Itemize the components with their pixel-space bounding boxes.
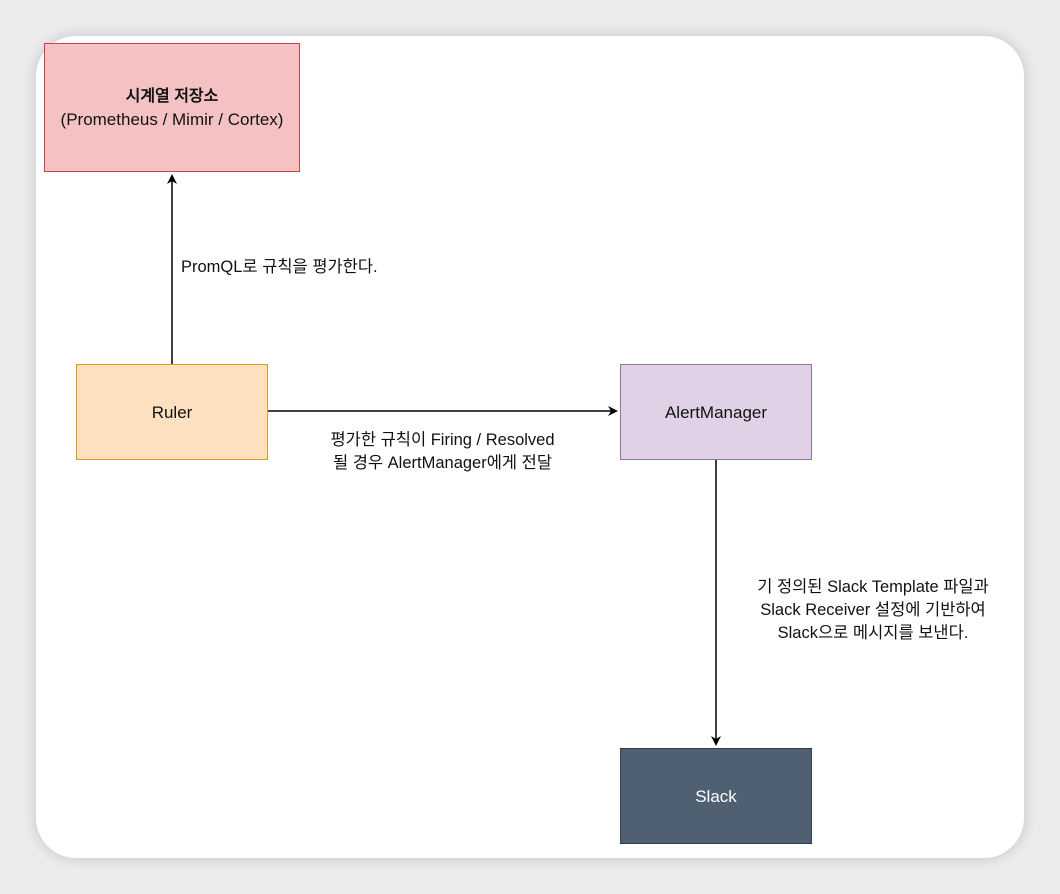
edge-label-firing: 평가한 규칙이 Firing / Resolved 될 경우 AlertMana… [300,429,585,475]
edge-label-promql: PromQL로 규칙을 평가한다. [181,256,378,279]
edge-label-slack: 기 정의된 Slack Template 파일과 Slack Receiver … [728,576,1018,645]
ruler-node[interactable]: Ruler [76,364,268,460]
edge-label-slack-line-3: Slack으로 메시지를 보낸다. [777,624,969,642]
slack-label: Slack [695,786,737,806]
edge-label-firing-line-2: 될 경우 AlertManager에게 전달 [332,454,553,472]
edge-label-slack-line-2: Slack Receiver 설정에 기반하여 [760,601,986,619]
storage-node[interactable]: 시계열 저장소 (Prometheus / Mimir / Cortex) [44,43,300,172]
slack-node[interactable]: Slack [620,748,812,844]
edge-label-promql-text: PromQL로 규칙을 평가한다. [181,258,378,276]
alertmanager-node[interactable]: AlertManager [620,364,812,460]
storage-subtitle: (Prometheus / Mimir / Cortex) [60,109,284,129]
alertmanager-label: AlertManager [664,402,768,422]
edge-label-firing-line-1: 평가한 규칙이 Firing / Resolved [330,431,555,449]
edge-label-slack-line-1: 기 정의된 Slack Template 파일과 [757,578,989,596]
ruler-label: Ruler [151,402,193,422]
storage-title: 시계열 저장소 [125,87,219,105]
